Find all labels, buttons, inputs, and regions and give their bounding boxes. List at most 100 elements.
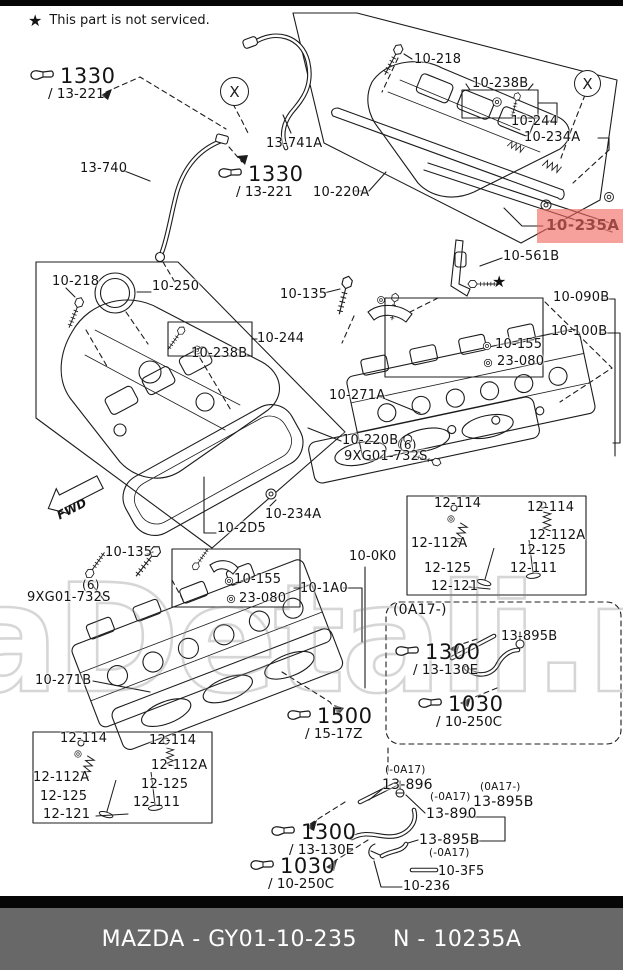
scan-edge-top [0,0,623,6]
part-label: 10-234A [265,507,322,522]
part-label: 10-234A [524,130,581,145]
ref-callout: 1030/ 10-250C [250,856,335,892]
part-label: 12-114 [434,496,482,511]
part-number: N - 10235A [392,926,522,952]
part-label: 12-112A [33,770,90,785]
panel-left [35,261,346,549]
ref-subnumber: / 13-221 [236,184,293,200]
part-label: 10-135 [280,287,328,302]
part-label: 13-890 [426,806,477,822]
part-label: 10-218 [52,274,100,289]
part-label: 10-220A [313,185,370,200]
catalog-code: MAZDA - GY01-10-235 [101,926,357,952]
part-label: 10-155 [495,337,543,352]
part-label: 12-125 [424,561,472,576]
ref-subnumber: / 15-17Z [305,726,363,742]
part-label: 10-2D5 [217,521,266,536]
pointer-hand-icon [30,69,56,85]
part-label: (-0A17) [429,847,470,859]
part-label: 13-895B [501,629,558,644]
part-label: 9XG01-732S [344,449,428,464]
part-label: 12-111 [510,561,558,576]
part-label: 12-112A [529,528,586,543]
part-label: 23-080 [239,591,287,606]
part-label: 12-121 [431,579,479,594]
part-label: 12-125 [519,543,567,558]
ref-callout: 1300/ 13-130E [395,642,480,678]
pointer-hand-icon [395,645,421,661]
part-label: 10-561B [503,249,560,264]
part-label: 13-740 [80,161,128,176]
ref-subnumber: / 13-130E [289,842,355,858]
part-label: 10-244 [511,114,559,129]
part-label: 10-218 [414,52,462,67]
scan-edge-bottom [0,896,623,908]
panel-top-right [292,12,618,244]
star-icon: ★ [28,11,43,30]
ref-subnumber: / 13-130E [413,662,479,678]
part-label: 10-220B [342,433,399,448]
ref-number: 1300 [425,640,481,664]
part-label: 13-895B [473,794,534,810]
part-label: 12-114 [149,733,197,748]
ref-callout: 1330/ 13-221 [218,164,303,200]
part-label: 12-112A [151,758,208,773]
part-label: 12-125 [40,789,88,804]
footer-bar: MAZDA - GY01-10-235 N - 10235A [0,908,623,970]
part-label: 12-112A [411,536,468,551]
x-marker: X [574,70,601,97]
ref-number: 1330 [248,162,304,186]
part-label: 10-135 [105,545,153,560]
highlight-overlay [537,209,623,243]
ref-number: 1030 [280,854,336,878]
ref-number: 1330 [60,64,116,88]
part-label: 12-114 [527,500,575,515]
ref-number: 1300 [301,820,357,844]
part-label: 10-250 [152,279,200,294]
part-label: 10-090B [553,290,610,305]
part-label: 9XG01-732S [27,590,111,605]
part-label: 10-236 [403,879,451,894]
part-label: 10-238B [472,76,529,91]
part-label: 10-155 [234,572,282,587]
not-serviced-note: ★ This part is not serviced. [28,11,210,30]
part-label: 12-111 [133,795,181,810]
ref-subnumber: / 10-250C [436,714,503,730]
ref-subnumber: / 13-221 [48,86,105,102]
part-label: 10-244 [257,331,305,346]
part-label: 10-238B [191,346,248,361]
part-label: (0A17-) [393,602,447,618]
pointer-hand-icon [250,859,276,875]
part-label: 12-121 [43,807,91,822]
ref-callout: 1030/ 10-250C [418,694,503,730]
pointer-hand-icon [287,709,313,725]
part-label: 12-125 [141,777,189,792]
part-label: (6) [399,438,417,452]
ref-callout: 1500/ 15-17Z [287,706,372,742]
pointer-hand-icon [218,167,244,183]
part-label: 23-080 [497,354,545,369]
part-label: (6) [82,578,100,592]
ref-subnumber: / 10-250C [268,876,335,892]
part-label: (-0A17) [430,791,471,803]
ref-number: 1500 [317,704,373,728]
ref-callout: 1300/ 13-130E [271,822,356,858]
part-label: (-0A17) [385,764,426,776]
note-text: This part is not serviced. [49,13,210,28]
part-label: 13-895B [419,832,480,848]
part-label: 10-100B [551,324,608,339]
pointer-hand-icon [271,825,297,841]
part-label: 13-741A [266,136,323,151]
x-marker: X [220,77,249,106]
ref-number: 1030 [448,692,504,716]
part-label: 10-3F5 [438,864,485,879]
part-label: 10-0K0 [349,549,397,564]
part-label: 13-896 [382,777,433,793]
part-label: 10-271A [329,388,386,403]
ref-callout: 1330/ 13-221 [30,66,115,102]
part-label: (0A17-) [480,781,521,793]
part-label: 12-114 [60,731,108,746]
star-marker: ★ [492,272,507,291]
